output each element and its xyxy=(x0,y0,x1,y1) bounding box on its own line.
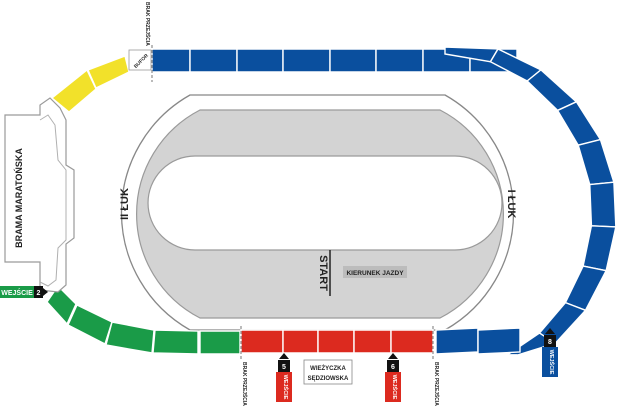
marathon-gate-label: BRAMA MARATOŃSKA xyxy=(14,148,24,248)
red-stand[interactable] xyxy=(240,329,434,354)
start-label: START xyxy=(317,255,329,291)
up-arrow-icon xyxy=(388,353,398,359)
stand-section[interactable] xyxy=(46,284,77,326)
green-stand[interactable] xyxy=(46,284,241,355)
buffer-box xyxy=(128,49,152,71)
stand-section[interactable] xyxy=(435,327,479,355)
entrance-6-label: WEJŚCIE xyxy=(391,375,398,400)
entrance-8-label: WEJŚCIE xyxy=(548,350,555,375)
no-passage-bottom-left: BRAK PRZEJŚCIA xyxy=(241,362,248,406)
entrance-5[interactable]: 5 WEJŚCIE xyxy=(276,353,292,402)
up-arrow-icon xyxy=(545,328,555,334)
stand-section[interactable] xyxy=(556,100,602,147)
curve-1-label: I ŁUK xyxy=(505,190,517,219)
stand-section[interactable] xyxy=(282,48,331,73)
entrance-5-number: 5 xyxy=(282,364,286,371)
yellow-stand[interactable] xyxy=(50,55,130,113)
direction-badge xyxy=(343,266,407,278)
up-arrow-icon xyxy=(279,353,289,359)
stand-section[interactable] xyxy=(577,138,615,186)
entrance-6-number: 6 xyxy=(391,364,395,371)
stand-section[interactable] xyxy=(282,329,319,354)
stand-section[interactable] xyxy=(87,55,130,89)
judges-tower-line2: SĘDZIOWSKA xyxy=(308,376,349,382)
marathon-gate-inner xyxy=(39,114,67,287)
entrance-2-label: WEJŚCIE xyxy=(1,288,33,297)
stand-section[interactable] xyxy=(151,48,191,73)
stand-section[interactable] xyxy=(589,181,617,228)
stand-section[interactable] xyxy=(353,329,392,354)
stand-section[interactable] xyxy=(329,48,377,73)
stand-section[interactable] xyxy=(67,304,113,346)
curve-2-label: II ŁUK xyxy=(119,188,131,220)
entrance-8[interactable]: 8 WEJŚCIE xyxy=(542,328,558,377)
entrance-8-number: 8 xyxy=(548,339,552,346)
entrance-2-number: 2 xyxy=(37,290,41,297)
direction-label: KIERUNEK JAZDY xyxy=(346,270,404,277)
blue-stand[interactable] xyxy=(151,46,617,356)
stand-section[interactable] xyxy=(477,327,521,355)
up-arrow-icon xyxy=(43,288,48,296)
judges-tower-line1: WIEŻYCZKA xyxy=(310,365,346,372)
stand-section[interactable] xyxy=(317,329,355,354)
no-passage-bottom-right: BRAK PRZEJŚCIA xyxy=(433,362,440,406)
stand-section[interactable] xyxy=(390,329,434,354)
stand-section[interactable] xyxy=(105,321,155,354)
judges-tower-box xyxy=(303,359,353,385)
infield xyxy=(147,155,503,251)
stand-section[interactable] xyxy=(50,68,97,113)
stand-section[interactable] xyxy=(189,48,238,73)
stand-section[interactable] xyxy=(152,329,199,355)
entrance-5-label: WEJŚCIE xyxy=(282,375,289,400)
entrance-6[interactable]: 6 WEJŚCIE xyxy=(385,353,401,402)
stand-section[interactable] xyxy=(199,330,241,355)
stand-section[interactable] xyxy=(236,48,284,73)
stand-section[interactable] xyxy=(240,329,284,354)
no-passage-top: BRAK PRZEJŚCIA xyxy=(144,2,151,46)
stand-section[interactable] xyxy=(375,48,424,73)
stand-section[interactable] xyxy=(564,265,608,312)
entrance-2[interactable]: WEJŚCIE 2 xyxy=(0,286,48,298)
stand-section[interactable] xyxy=(582,225,617,272)
stand-section[interactable] xyxy=(526,68,578,112)
